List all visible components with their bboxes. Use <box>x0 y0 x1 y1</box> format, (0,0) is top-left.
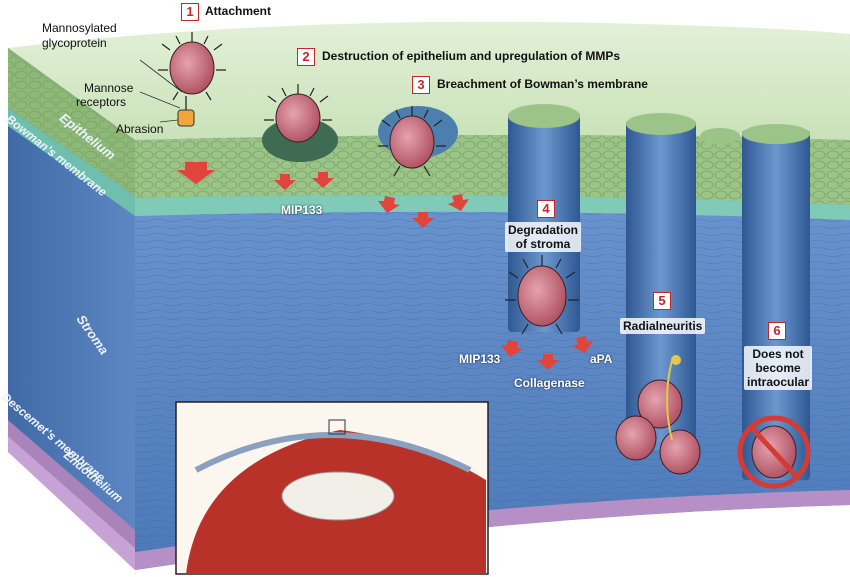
parasite-step4 <box>505 255 579 335</box>
left-endothelium <box>8 436 135 570</box>
eye-inset <box>175 401 489 575</box>
front-descemet <box>135 490 850 570</box>
label-mannose: Mannose <box>84 81 134 95</box>
parasite-step2 <box>264 84 332 143</box>
step-5-number: 5 <box>653 292 671 310</box>
step-2-number: 2 <box>297 48 315 66</box>
parasite-cluster-step5 <box>615 355 701 475</box>
left-bowman <box>8 108 135 216</box>
step-6-number: 6 <box>768 322 786 340</box>
step-4-number: 4 <box>537 200 555 218</box>
enzyme-mip133-upper: MIP133 <box>281 203 323 217</box>
label-abrasion: Abrasion <box>116 122 164 136</box>
label-glycoprotein: glycoprotein <box>42 36 107 50</box>
label-mannosylated: Mannosylated <box>42 21 117 35</box>
step-1-label: Attachment <box>205 4 272 18</box>
enzyme-arrows <box>177 162 593 370</box>
step-1-number: 1 <box>181 3 199 21</box>
left-descemet <box>8 420 135 548</box>
enzyme-mip133-lower: MIP133 <box>459 352 501 366</box>
enzyme-collagenase: Collagenase <box>514 376 585 390</box>
enzyme-apa: aPA <box>590 352 613 366</box>
parasite-step1 <box>158 32 226 101</box>
parasite-step6 <box>737 415 811 489</box>
tube-step6 <box>742 130 810 480</box>
parasite-step3 <box>378 106 446 177</box>
label-receptors: receptors <box>76 95 127 109</box>
mannose-receptor <box>139 59 195 127</box>
step-5-label: Radialneuritis <box>620 318 706 334</box>
tube-step5 <box>626 120 696 450</box>
step-2-label: Destruction of epithelium and upregulati… <box>322 49 621 63</box>
step-3-label: Breachment of Bowman’s membrane <box>437 77 648 91</box>
step-3-number: 3 <box>412 76 430 94</box>
